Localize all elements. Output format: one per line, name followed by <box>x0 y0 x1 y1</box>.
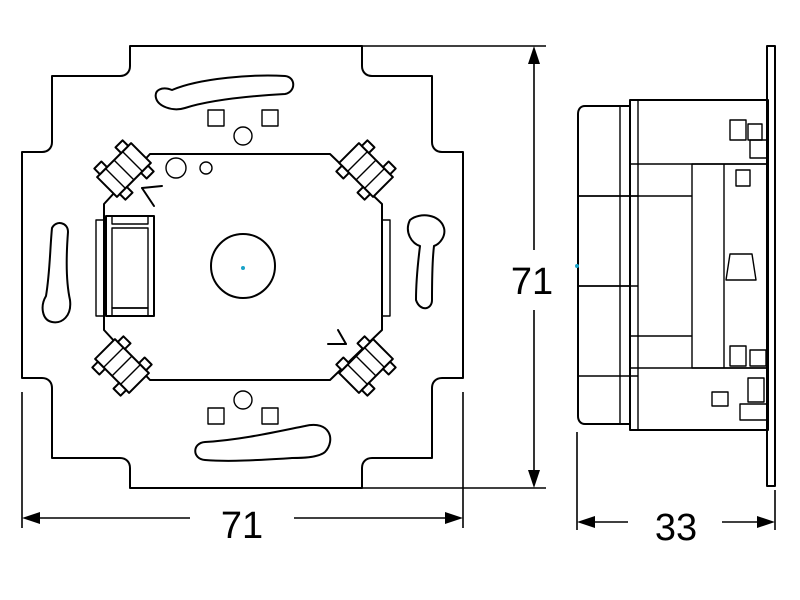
width-dimension-label: 71 <box>221 505 263 547</box>
terminal-window-inner <box>111 227 149 309</box>
side-inner-frame <box>691 163 769 369</box>
claw-top-right <box>335 139 397 201</box>
claw-bottom-left <box>91 335 153 397</box>
front-view <box>21 45 464 489</box>
top-left-square <box>207 109 225 127</box>
indicator-hole-large <box>165 157 187 179</box>
claw-top-left <box>93 139 155 201</box>
side-center-notch <box>725 253 757 281</box>
terminal-window-bottom <box>111 307 149 317</box>
bottom-hole <box>233 390 253 410</box>
side-body-rear <box>577 105 631 425</box>
top-mounting-slot <box>154 74 295 111</box>
left-flange <box>95 219 105 317</box>
center-button <box>210 233 276 299</box>
dimension-height: 71 <box>362 45 553 489</box>
claw-arrow-bottom-right <box>327 329 347 345</box>
height-dimension-label: 71 <box>511 261 553 303</box>
claw-arrow-top-left <box>141 185 163 207</box>
side-center-marker <box>575 264 579 268</box>
bottom-left-square <box>207 407 225 425</box>
indicator-hole-small <box>199 161 213 175</box>
right-mounting-slot <box>406 214 446 310</box>
bottom-right-square <box>261 407 279 425</box>
terminal-window <box>105 215 155 317</box>
terminal-window-top <box>111 215 149 225</box>
center-marker <box>241 266 245 270</box>
right-flange <box>381 219 391 317</box>
top-right-square <box>261 109 279 127</box>
claw-bottom-right <box>335 335 397 397</box>
bottom-mounting-slot <box>194 423 332 462</box>
side-view <box>575 45 776 487</box>
left-mounting-slot <box>41 222 72 324</box>
top-hole <box>233 126 253 146</box>
dimension-depth: 33 <box>576 432 776 549</box>
dimension-width: 71 <box>21 392 464 547</box>
depth-dimension-label: 33 <box>655 507 697 549</box>
